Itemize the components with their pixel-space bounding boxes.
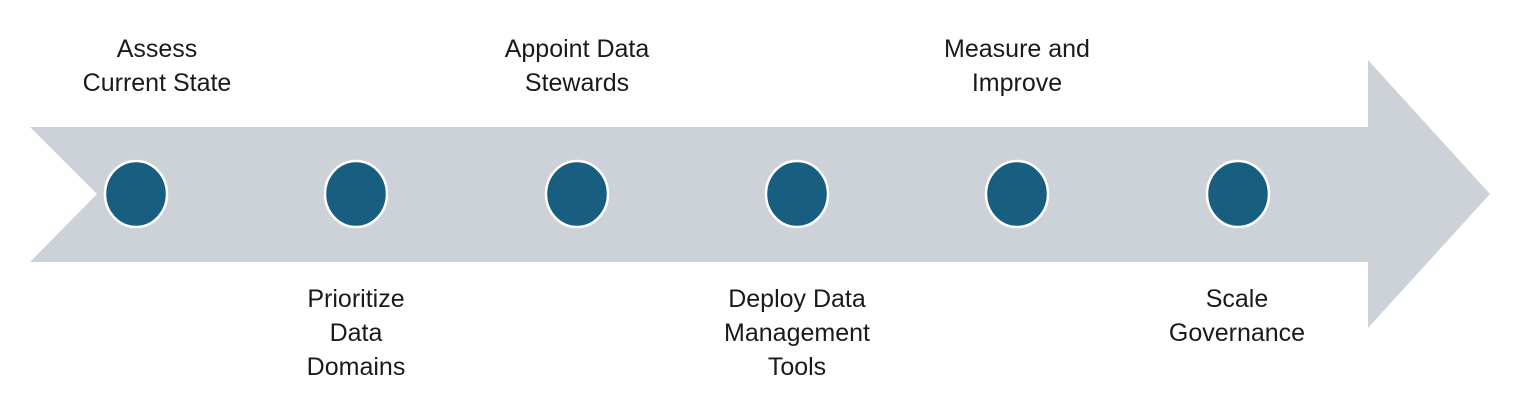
step-label-4-line-1: Deploy Data bbox=[728, 285, 866, 313]
step-label-2-line-3: Domains bbox=[306, 353, 406, 381]
timeline-node-5 bbox=[984, 159, 1050, 229]
step-label-2: Prioritize Data Domains bbox=[246, 282, 466, 384]
step-label-6: Scale Governance bbox=[1127, 282, 1347, 350]
step-label-1: Assess Current State bbox=[47, 32, 267, 100]
step-label-4-line-2: Management bbox=[724, 319, 870, 347]
timeline-node-6 bbox=[1205, 159, 1271, 229]
timeline-node-4 bbox=[764, 159, 830, 229]
step-label-3-line-2: Stewards bbox=[524, 69, 630, 97]
step-label-6-line-2: Governance bbox=[1168, 319, 1306, 347]
step-label-5: Measure and Improve bbox=[907, 32, 1127, 100]
step-label-4-line-3: Tools bbox=[767, 353, 827, 381]
step-label-2-line-1: Prioritize bbox=[307, 285, 405, 313]
step-label-3-line-1: Appoint Data bbox=[504, 35, 650, 63]
step-label-5-line-2: Improve bbox=[971, 69, 1063, 97]
step-label-2-line-2: Data bbox=[329, 319, 383, 347]
step-label-6-line-1: Scale bbox=[1205, 285, 1269, 313]
timeline-node-1 bbox=[103, 159, 169, 229]
timeline-node-2 bbox=[323, 159, 389, 229]
step-label-1-line-1: Assess bbox=[116, 35, 198, 63]
timeline-node-3 bbox=[544, 159, 610, 229]
step-label-5-line-1: Measure and bbox=[944, 35, 1090, 63]
step-label-1-line-2: Current State bbox=[82, 69, 232, 97]
step-label-3: Appoint Data Stewards bbox=[467, 32, 687, 100]
timeline-nodes bbox=[103, 159, 1271, 229]
timeline-arrow bbox=[30, 60, 1490, 328]
step-label-4: Deploy Data Management Tools bbox=[687, 282, 907, 384]
